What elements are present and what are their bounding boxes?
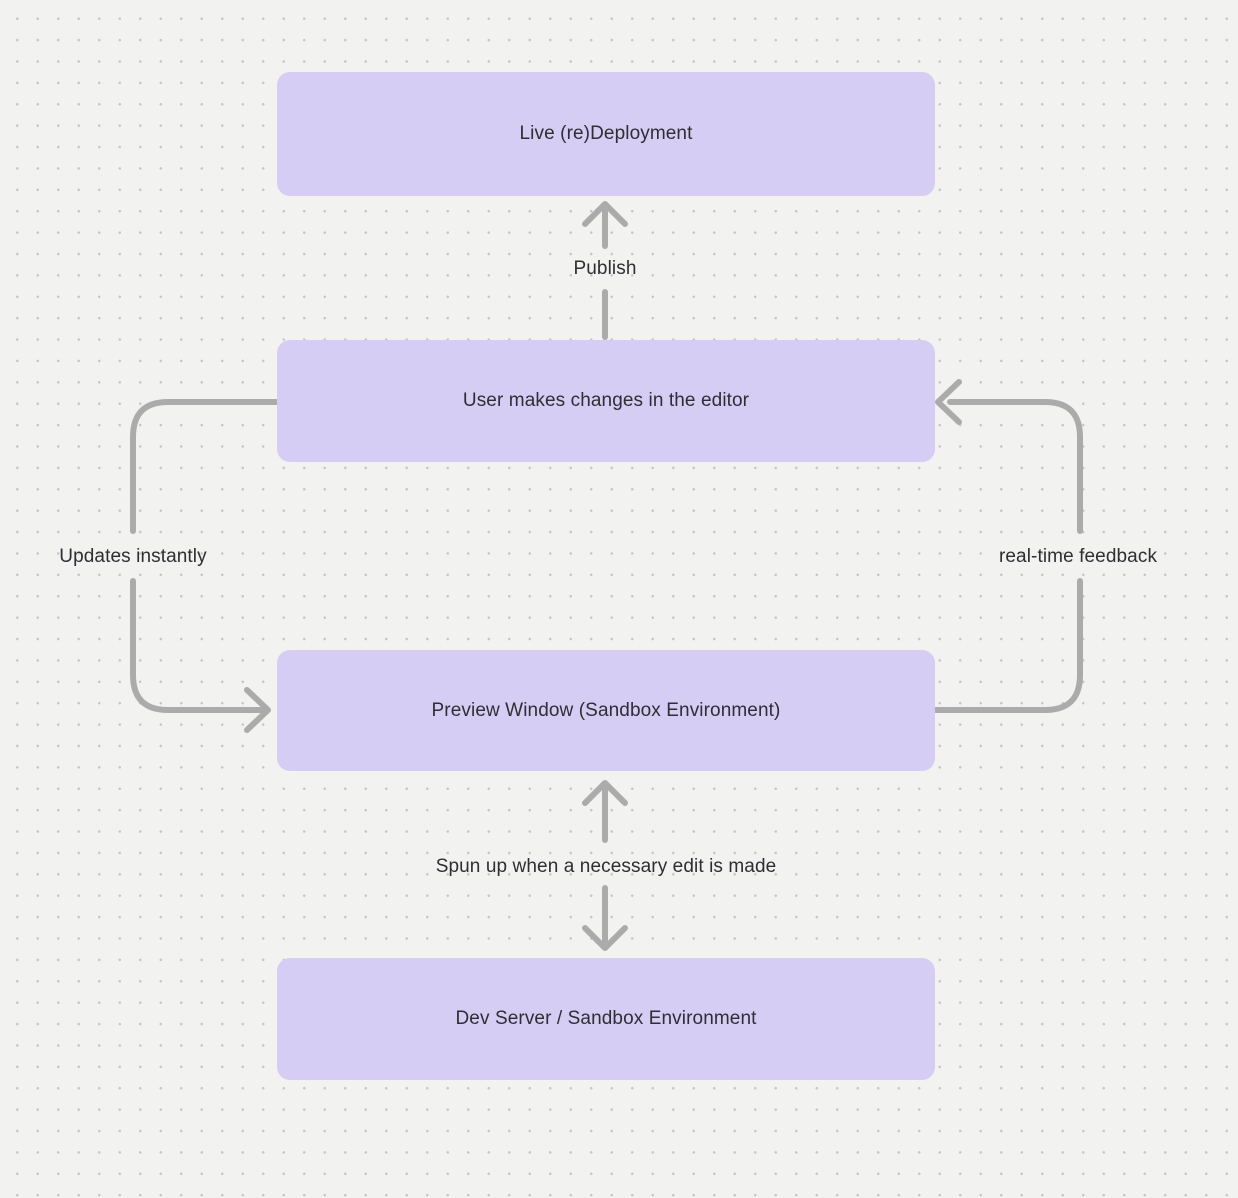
node-live-deployment[interactable]: Live (re)Deployment bbox=[277, 72, 935, 196]
edge-real-time-feedback bbox=[932, 379, 1083, 713]
edge-updates-upper bbox=[130, 399, 280, 534]
arrowhead-left-icon bbox=[935, 379, 962, 425]
arrowhead-up-icon bbox=[582, 201, 628, 227]
node-user-changes-label: User makes changes in the editor bbox=[462, 390, 750, 411]
edge-feedback-lower bbox=[932, 578, 1083, 713]
edge-updates-lower bbox=[130, 578, 264, 713]
node-preview-window-label: Preview Window (Sandbox Environment) bbox=[431, 699, 781, 721]
edge-publish bbox=[582, 201, 628, 340]
edge-label-spun-up: Spun up when a necessary edit is made bbox=[435, 856, 777, 877]
edge-spun-up bbox=[582, 780, 628, 951]
edge-label-publish: Publish bbox=[573, 258, 637, 279]
arrowhead-up-icon bbox=[582, 780, 628, 806]
arrowhead-right-icon bbox=[244, 687, 271, 733]
node-dev-server-label: Dev Server / Sandbox Environment bbox=[455, 1008, 757, 1029]
node-dev-server[interactable]: Dev Server / Sandbox Environment bbox=[277, 958, 935, 1080]
node-live-deployment-label: Live (re)Deployment bbox=[519, 123, 693, 144]
edge-updates-instantly bbox=[130, 399, 280, 733]
node-preview-window[interactable]: Preview Window (Sandbox Environment) bbox=[277, 650, 935, 771]
arrowhead-down-icon bbox=[582, 925, 628, 951]
edge-label-updates-instantly: Updates instantly bbox=[59, 546, 207, 567]
edge-feedback-upper bbox=[947, 399, 1083, 534]
node-user-changes[interactable]: User makes changes in the editor bbox=[277, 340, 935, 462]
edge-label-real-time-feedback: real-time feedback bbox=[998, 546, 1158, 567]
